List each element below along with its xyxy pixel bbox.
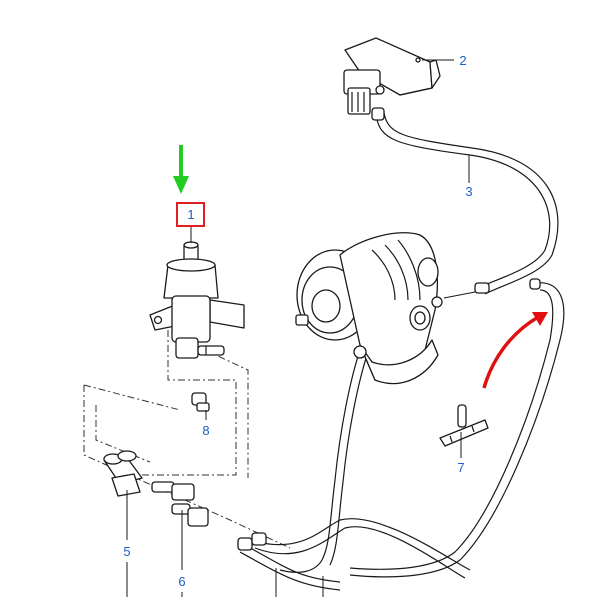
red-arrow-icon xyxy=(482,312,548,389)
part-7-tee-connector xyxy=(439,404,489,447)
actuator-assembly xyxy=(295,232,443,385)
callout-5: 5 xyxy=(123,544,130,559)
vacuum-hose-3 xyxy=(375,112,559,295)
hose-lower-runs xyxy=(239,349,471,591)
callout-3: 3 xyxy=(465,184,472,199)
part-5-twin-connector xyxy=(103,450,143,497)
hose-right-loop xyxy=(349,282,565,578)
group-outline-valve xyxy=(130,330,249,478)
part-1-solenoid-valve xyxy=(149,241,245,359)
callout-7: 7 xyxy=(457,460,464,475)
group-outline-connectors xyxy=(83,384,291,549)
part-6-inline-connectors xyxy=(151,481,267,551)
callout-2: 2 xyxy=(459,53,466,68)
part-2-bracket-sensor xyxy=(343,37,441,115)
callout-6: 6 xyxy=(178,574,185,589)
callout-8: 8 xyxy=(202,423,209,438)
hose-fittings xyxy=(371,107,541,294)
highlight-box xyxy=(176,202,205,227)
green-arrow-icon xyxy=(173,145,189,194)
callout-1: 1 xyxy=(187,207,194,222)
leader-lines xyxy=(126,59,476,597)
part-8-connector xyxy=(191,392,210,412)
